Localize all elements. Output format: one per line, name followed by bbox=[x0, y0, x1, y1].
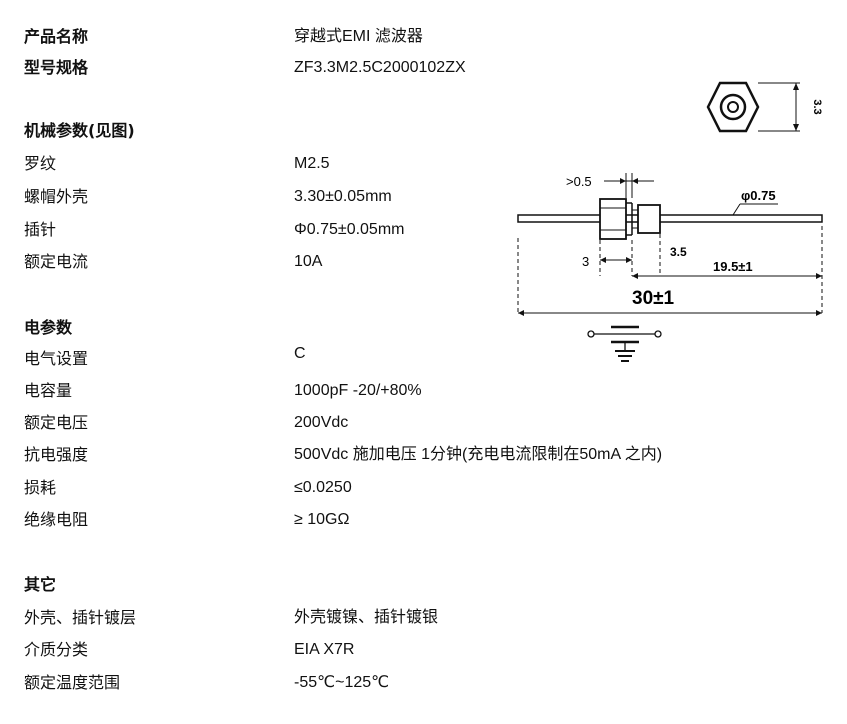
electrical-row: 电容量 1000pF -20/+80% bbox=[0, 378, 847, 404]
product-name-value: 穿越式EMI 滤波器 bbox=[294, 28, 423, 45]
other-row-value: EIA X7R bbox=[294, 641, 355, 658]
other-row: 额定温度范围 -55℃~125℃ bbox=[0, 670, 847, 696]
gap-dim-label: >0.5 bbox=[566, 174, 592, 189]
dim-30-label: 30±1 bbox=[632, 288, 675, 309]
dim-3-5-label: 3.5 bbox=[670, 245, 687, 259]
model-row: 型号规格 ZF3.3M2.5C2000102ZX bbox=[0, 55, 847, 81]
electrical-row-value: 1000pF -20/+80% bbox=[294, 382, 422, 399]
mechanical-row-value: M2.5 bbox=[294, 155, 330, 172]
mechanical-row-label: 额定电流 bbox=[24, 252, 89, 271]
other-row-value: 外壳镀镍、插针镀银 bbox=[294, 609, 439, 626]
electrical-row-value: ≥ 10GΩ bbox=[294, 511, 350, 528]
electrical-row-label: 额定电压 bbox=[24, 413, 89, 432]
electrical-row: 损耗 ≤0.0250 bbox=[0, 475, 847, 501]
mechanical-row-value: Φ0.75±0.05mm bbox=[294, 221, 405, 238]
mechanical-row-label: 罗纹 bbox=[24, 154, 57, 173]
mechanical-row: 额定电流 10A bbox=[0, 249, 847, 275]
electrical-row-value: 200Vdc bbox=[294, 414, 349, 431]
other-row: 介质分类 EIA X7R bbox=[0, 637, 847, 663]
electrical-row: 绝缘电阻 ≥ 10GΩ bbox=[0, 507, 847, 533]
electrical-row-label: 损耗 bbox=[24, 478, 57, 497]
model-value: ZF3.3M2.5C2000102ZX bbox=[294, 59, 466, 76]
mechanical-row: 插针 Φ0.75±0.05mm bbox=[0, 217, 847, 243]
mechanical-row-value: 10A bbox=[294, 253, 323, 270]
capacitor-symbol-icon bbox=[587, 325, 662, 362]
electrical-row: 电气设置 C bbox=[0, 345, 847, 372]
electrical-row-label: 电气设置 bbox=[24, 349, 89, 368]
mechanical-row-label: 螺帽外壳 bbox=[24, 187, 89, 206]
other-row-label: 外壳、插针镀层 bbox=[24, 608, 137, 627]
electrical-row-label: 抗电强度 bbox=[24, 445, 89, 464]
electrical-row: 额定电压 200Vdc bbox=[0, 410, 847, 436]
electrical-row-value: C bbox=[294, 345, 306, 362]
mechanical-row-value: 3.30±0.05mm bbox=[294, 188, 392, 205]
electrical-section-title: 电参数 bbox=[24, 318, 73, 337]
electrical-row-value: ≤0.0250 bbox=[294, 479, 352, 496]
other-section-title: 其它 bbox=[24, 575, 57, 594]
other-row-label: 额定温度范围 bbox=[24, 673, 121, 692]
electrical-row-label: 电容量 bbox=[24, 381, 73, 400]
other-row: 外壳、插针镀层 外壳镀镍、插针镀银 bbox=[0, 605, 847, 631]
filter-side-view-drawing: >0.5 φ0.75 3 3.5 19.5±1 30±1 bbox=[517, 173, 823, 316]
model-label: 型号规格 bbox=[24, 58, 89, 77]
mechanical-row: 螺帽外壳 3.30±0.05mm bbox=[0, 184, 847, 210]
hex-dim-label: 3.3 bbox=[811, 99, 823, 114]
mechanical-section-title: 机械参数(见图) bbox=[24, 121, 135, 140]
product-name-label: 产品名称 bbox=[24, 27, 89, 46]
electrical-row-label: 绝缘电阻 bbox=[24, 510, 89, 529]
electrical-row: 抗电强度 500Vdc 施加电压 1分钟(充电电流限制在50mA 之内) bbox=[0, 442, 847, 468]
mechanical-row: 罗纹 M2.5 bbox=[0, 151, 847, 177]
hex-nut-end-view: 3.3 bbox=[706, 81, 823, 133]
mechanical-row-label: 插针 bbox=[24, 220, 57, 239]
electrical-row-value: 500Vdc 施加电压 1分钟(充电电流限制在50mA 之内) bbox=[294, 446, 663, 463]
product-name-row: 产品名称 穿越式EMI 滤波器 bbox=[0, 24, 847, 50]
other-row-label: 介质分类 bbox=[24, 640, 89, 659]
dim-19-5-label: 19.5±1 bbox=[713, 259, 753, 274]
other-row-value: -55℃~125℃ bbox=[294, 674, 390, 691]
pin-diameter-label: φ0.75 bbox=[741, 188, 776, 203]
dim-3-label: 3 bbox=[582, 254, 589, 269]
